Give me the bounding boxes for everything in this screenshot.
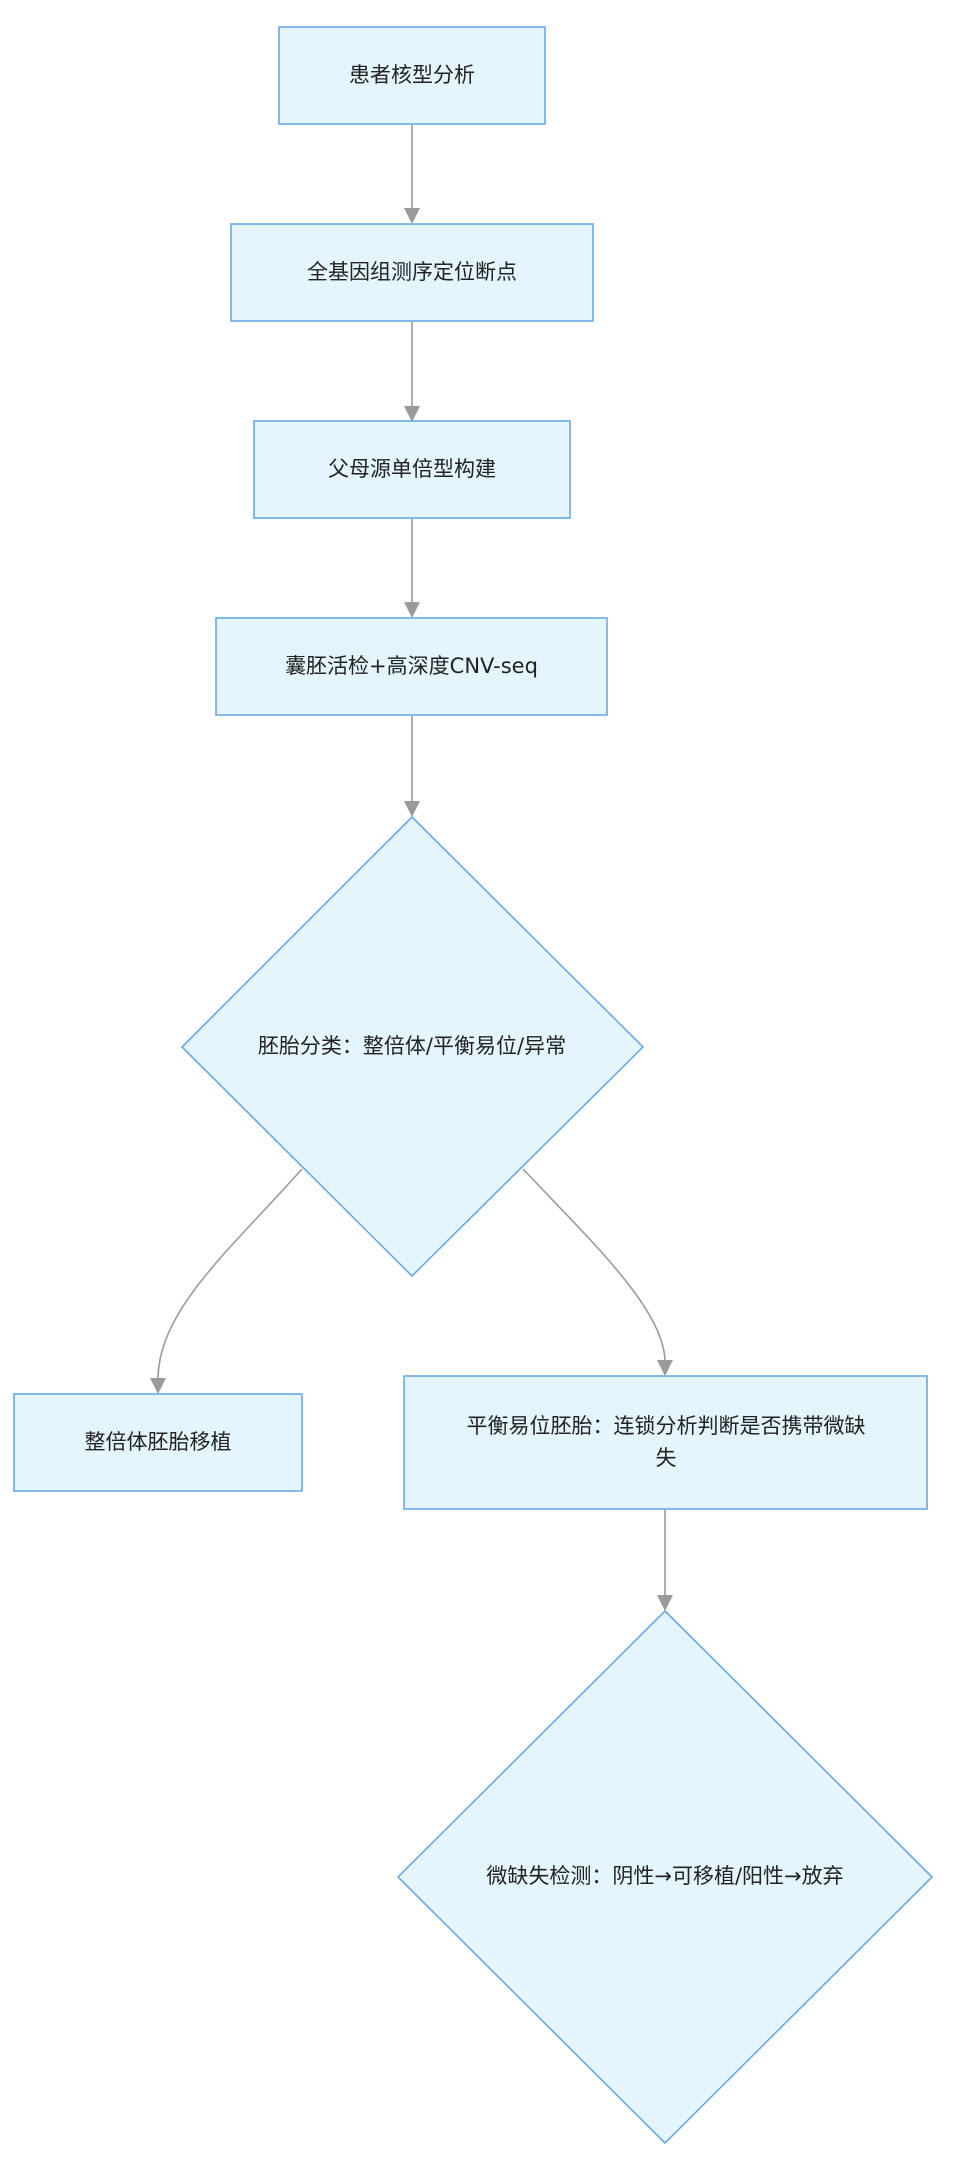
decision-embryo-classification — [180, 815, 645, 1278]
edge-d1-n5 — [157, 1168, 303, 1381]
arrow-head — [404, 801, 420, 817]
arrow-head — [657, 1595, 673, 1611]
node-haplotype — [253, 420, 571, 519]
edge-d1-n6 — [522, 1168, 666, 1363]
arrow-head — [404, 406, 420, 422]
node-wgs-breakpoint-label: 全基因组测序定位断点 — [307, 259, 517, 284]
decision-microdeletion-label: 微缺失检测：阴性→可移植/阳性→放弃 — [486, 1864, 844, 1889]
node-haplotype-label: 父母源单倍型构建 — [328, 456, 496, 481]
arrow-head — [150, 1378, 166, 1394]
node-balanced-linkage-label: 平衡易位胚胎：连锁分析判断是否携带微缺失 — [466, 1414, 866, 1470]
decision-microdeletion — [396, 1609, 934, 2145]
node-biopsy-cnv-label: 囊胚活检+高深度CNV-seq — [285, 653, 538, 678]
node-karyotype — [278, 26, 546, 125]
node-wgs-breakpoint — [230, 223, 594, 322]
node-euploid-transfer-label: 整倍体胚胎移植 — [84, 1429, 232, 1454]
arrow-head — [404, 602, 420, 618]
node-balanced-linkage — [403, 1375, 928, 1510]
node-karyotype-label: 患者核型分析 — [349, 62, 475, 87]
arrow-head — [404, 208, 420, 224]
node-euploid-transfer — [13, 1393, 303, 1492]
arrow-head — [657, 1360, 673, 1376]
decision-embryo-classification-label: 胚胎分类：整倍体/平衡易位/异常 — [257, 1034, 567, 1059]
node-biopsy-cnv — [215, 617, 608, 716]
